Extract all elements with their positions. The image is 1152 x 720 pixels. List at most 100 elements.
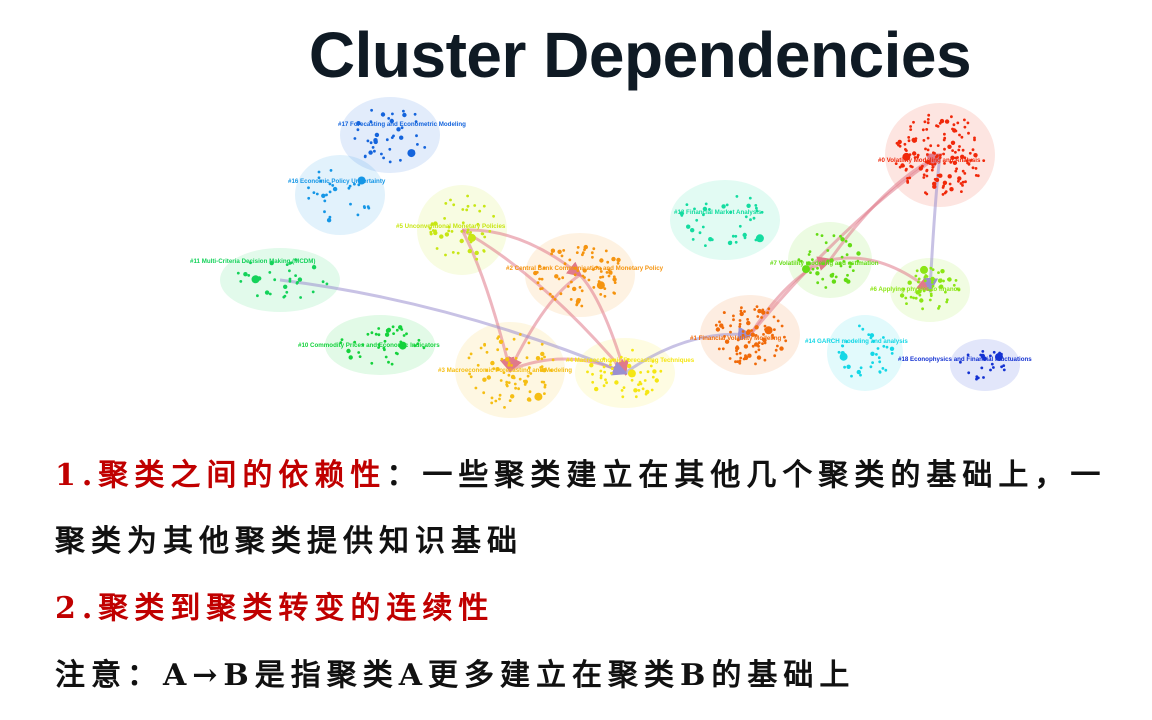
cluster-node (925, 174, 929, 178)
cluster-nodes-c12 (679, 195, 764, 248)
dependency-arrow-c5-c3 (460, 229, 515, 373)
cluster-node (963, 172, 967, 175)
cluster-node (767, 307, 771, 311)
cluster-node (630, 378, 634, 382)
cluster-node (952, 160, 958, 165)
cluster-node (599, 270, 603, 273)
cluster-node (641, 387, 645, 391)
cluster-node (774, 348, 778, 352)
cluster-node (612, 277, 617, 282)
cluster-node (784, 339, 788, 343)
cluster-node (507, 363, 511, 367)
cluster-node (356, 122, 359, 126)
cluster-node (928, 298, 932, 302)
cluster-node (538, 264, 541, 268)
cluster-node (416, 342, 420, 346)
cluster-node (908, 176, 912, 180)
cluster-node (816, 266, 819, 270)
cluster-node (876, 347, 880, 350)
cluster-label-c7: #7 Volatility modeling and estimation (770, 260, 879, 267)
point-2-heading: 聚类到聚类转变的连续性 (98, 591, 495, 626)
cluster-node (721, 347, 725, 351)
cluster-node (945, 300, 949, 304)
cluster-label-c1: #1 Financial Volatility Modeling (690, 335, 782, 342)
cluster-node (243, 272, 248, 277)
cluster-node (613, 292, 616, 295)
cluster-node (388, 147, 392, 151)
cluster-node (563, 262, 567, 266)
cluster-node (851, 269, 855, 272)
cluster-node (659, 369, 663, 373)
cluster-node (846, 364, 851, 369)
cluster-node (490, 360, 495, 366)
cluster-node (402, 334, 406, 337)
cluster-node (507, 361, 511, 365)
cluster-node (353, 340, 357, 344)
cluster-node (749, 218, 752, 222)
cluster-node (423, 146, 427, 149)
cluster-node (850, 374, 853, 378)
cluster-node (611, 256, 616, 262)
cluster-node (754, 334, 758, 337)
cluster-node (323, 199, 327, 203)
cluster-node (839, 234, 842, 238)
cluster-node (894, 162, 898, 165)
cluster-node (507, 381, 511, 384)
cluster-node (846, 273, 849, 277)
cluster-node (599, 276, 602, 279)
cluster-node (405, 332, 408, 336)
cluster-node (469, 231, 472, 234)
cluster-node (358, 355, 362, 358)
cluster-node (576, 269, 580, 272)
cluster-node (861, 327, 865, 331)
cluster-node (366, 139, 370, 143)
cluster-node (840, 255, 844, 259)
cluster-node (553, 297, 557, 301)
cluster-node (763, 341, 767, 345)
cluster-node (392, 332, 395, 335)
dependency-arrow-c2-c3 (508, 273, 581, 373)
cluster-node (589, 359, 593, 362)
cluster-node (966, 353, 970, 357)
cluster-node (429, 232, 433, 236)
cluster-node (466, 194, 469, 198)
cluster-node (621, 395, 625, 399)
cluster-node (610, 371, 613, 375)
cluster-node (961, 148, 965, 152)
cluster-node (839, 264, 843, 268)
cluster-node (1000, 365, 1003, 369)
cluster-node (938, 156, 942, 159)
cluster-node (920, 265, 928, 274)
cluster-label-c16: #16 Economic Policy Uncertainty (288, 178, 386, 185)
cluster-node (824, 241, 828, 245)
cluster-node (349, 202, 352, 206)
cluster-node (606, 260, 610, 264)
cluster-node (583, 244, 588, 250)
cluster-node (353, 137, 357, 140)
cluster-node (878, 360, 882, 364)
cluster-nodes-c0 (894, 113, 986, 196)
cluster-node (651, 375, 655, 379)
cluster-node (433, 221, 438, 226)
cluster-node (374, 132, 380, 138)
point-2: 2.聚类到聚类转变的连续性 (55, 583, 494, 627)
cluster-node (734, 360, 737, 364)
cluster-node (971, 166, 975, 170)
cluster-node (923, 279, 927, 283)
cluster-label-c17: #17 Forecasting and Econometric Modeling (338, 121, 466, 128)
cluster-node (297, 277, 303, 282)
cluster-node (467, 248, 472, 254)
cluster-node (693, 207, 696, 211)
cluster-node (743, 355, 749, 361)
cluster-node (942, 180, 948, 185)
cluster-label-c3: #3 Macroeconomic Forecasting and Modelin… (438, 367, 572, 374)
cluster-nodes-c11 (236, 258, 329, 299)
cluster-node (398, 341, 407, 350)
cluster-node (399, 135, 404, 140)
cluster-node (581, 253, 584, 257)
cluster-node (926, 136, 930, 140)
cluster-node (761, 337, 765, 341)
cluster-node (542, 380, 546, 384)
cluster-node (389, 118, 394, 124)
cluster-node (512, 337, 516, 341)
